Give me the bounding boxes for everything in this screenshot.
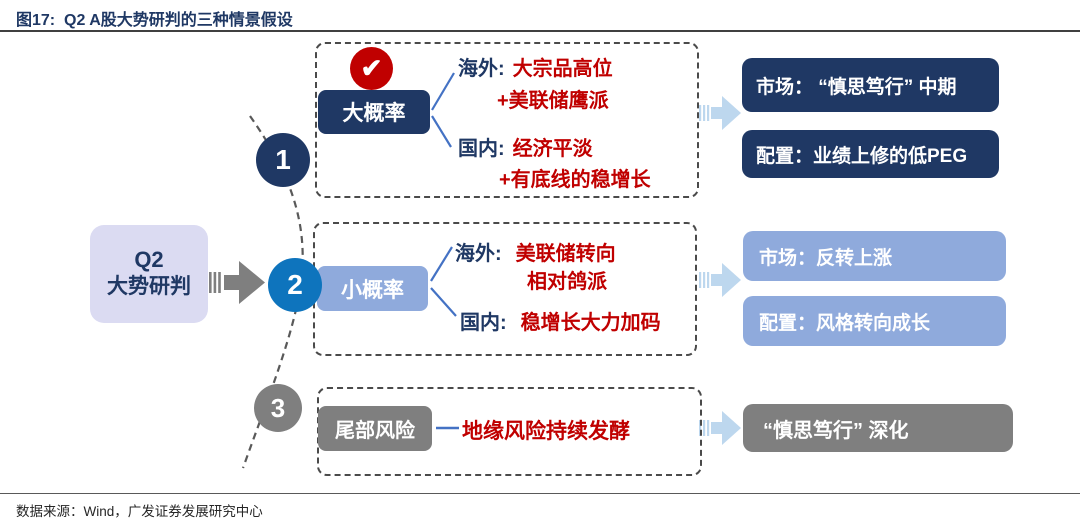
branch-text: +美联储鹰派 xyxy=(497,90,609,112)
root-node-line1: Q2 xyxy=(134,247,164,272)
scenario-3-branch-risk: 地缘风险持续发酵 xyxy=(462,415,630,445)
scenario-2-label: 小概率 xyxy=(317,266,428,311)
scenario-1-label: 大概率 xyxy=(318,90,430,134)
scenario-2-outcome-allocation: 配置：风格转向成长 xyxy=(743,296,1006,346)
branch-text: 地缘风险持续发酵 xyxy=(462,420,630,443)
branch-prefix: 海外: xyxy=(455,243,502,265)
root-arrow-icon xyxy=(209,261,265,304)
branch-connector-lines xyxy=(430,72,459,430)
scenario-2-badge: 2 xyxy=(268,258,322,312)
branch-text: 美联储转向 xyxy=(515,243,616,265)
scenario-1-branch-domestic: 国内: 经济平淡 xyxy=(458,132,593,161)
scenario-3-label: 尾部风险 xyxy=(318,406,432,451)
branch-prefix: 海外: xyxy=(458,58,505,80)
flow-arrow-2-icon xyxy=(699,263,741,297)
scenario-1-outcome-allocation: 配置：业绩上修的低PEG xyxy=(742,130,999,178)
scenario-1-panel xyxy=(315,42,699,198)
root-node-line2: 大势研判 xyxy=(107,275,191,298)
scenario-2-branch-overseas-cont: 相对鸽派 xyxy=(527,265,607,294)
scenario-1-branch-overseas: 海外: 大宗品高位 xyxy=(458,52,613,81)
footer-divider xyxy=(0,493,1080,494)
scenario-1-outcome-market: 市场： “慎思笃行” 中期 xyxy=(742,58,999,112)
branch-text: 相对鸽派 xyxy=(527,271,607,293)
branch-prefix: 国内: xyxy=(458,138,505,160)
scenario-1-branch-overseas-cont: +美联储鹰派 xyxy=(497,84,609,113)
root-node: Q2 大势研判 xyxy=(90,225,208,323)
scenario-2-branch-domestic: 国内: 稳增长大力加码 xyxy=(460,306,661,335)
branch-text: 大宗品高位 xyxy=(512,58,613,80)
data-source: 数据来源：Wind，广发证券发展研究中心 xyxy=(16,504,263,519)
flow-arrow-1-icon xyxy=(699,96,741,130)
scenario-3-badge: 3 xyxy=(254,384,302,432)
flow-arrow-3-icon xyxy=(699,411,741,445)
figure-title: 图17: Q2 A股大势研判的三种情景假设 xyxy=(16,12,293,29)
title-divider xyxy=(0,30,1080,32)
branch-text: +有底线的稳增长 xyxy=(499,169,651,191)
branch-text: 稳增长大力加码 xyxy=(520,312,661,334)
scenario-2-outcome-market: 市场：反转上涨 xyxy=(743,231,1006,281)
branch-prefix: 国内: xyxy=(460,312,507,334)
check-icon: ✔ xyxy=(350,47,393,90)
scenario-2-branch-overseas: 海外: 美联储转向 xyxy=(455,237,616,266)
scenario-1-badge: 1 xyxy=(256,133,310,187)
branch-text: 经济平淡 xyxy=(512,138,593,160)
scenario-3-outcome: “慎思笃行” 深化 xyxy=(743,404,1013,452)
check-glyph: ✔ xyxy=(360,53,383,83)
scenario-1-branch-domestic-cont: +有底线的稳增长 xyxy=(499,163,651,192)
